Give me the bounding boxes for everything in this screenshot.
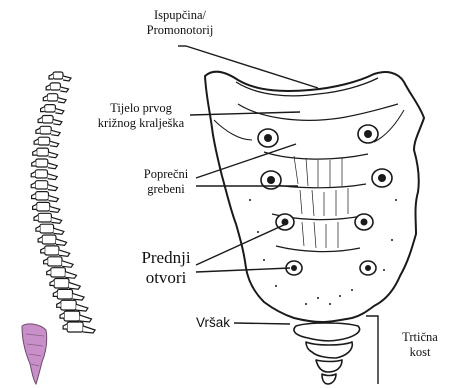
vertebra-facet	[33, 150, 37, 155]
vertebra-facet	[31, 183, 35, 188]
vertebra-process	[65, 272, 76, 279]
vertebra	[38, 137, 50, 145]
vertebra-process	[63, 76, 71, 81]
vertebra-facet	[38, 118, 42, 123]
vertebra	[54, 279, 69, 289]
vertebra-facet	[32, 194, 36, 199]
vertebra-facet	[44, 259, 48, 264]
label-transverse-ridges: Poprečni grebeni	[136, 167, 196, 197]
vertebra	[36, 192, 49, 200]
sacrum-outline	[205, 72, 424, 322]
vertebra	[42, 235, 56, 244]
vertebra	[67, 322, 83, 332]
vertebra	[38, 213, 51, 222]
sacrum-bone	[205, 72, 424, 322]
vertebra	[64, 311, 80, 321]
vertebra-facet	[53, 291, 57, 296]
label-coccyx: Trtična kost	[392, 330, 448, 360]
vertebra-process	[53, 120, 62, 125]
vertebra-process	[80, 315, 92, 322]
vertebra	[51, 268, 66, 277]
vertebra-process	[48, 185, 58, 191]
vertebra-facet	[50, 281, 54, 286]
vertebra-process	[48, 174, 58, 180]
vertebra-process	[49, 152, 58, 158]
vertebra	[47, 94, 58, 101]
vertebra-process	[54, 228, 64, 234]
vertebra-process	[69, 283, 80, 290]
vertebra-facet	[36, 128, 40, 133]
coccyx-bone	[294, 323, 360, 384]
vertebra-facet	[33, 204, 37, 209]
label-first-sacral-body: Tijelo prvog križnog kralješka	[82, 101, 200, 131]
spine-sacrum-highlight	[22, 324, 47, 384]
vertebra-facet	[43, 96, 47, 101]
vertebra	[40, 126, 51, 134]
vertebra	[36, 159, 48, 167]
vertebra-process	[49, 196, 59, 202]
vertebra-facet	[49, 74, 53, 79]
vertebra	[37, 202, 50, 211]
label-apex: Vršak	[192, 315, 234, 331]
vertebra-facet	[60, 313, 64, 318]
vertebra-process	[59, 250, 70, 256]
vertebra-process	[76, 304, 88, 311]
vertebra-process	[50, 206, 60, 212]
vertebra-facet	[47, 270, 51, 275]
vertebra-facet	[46, 85, 50, 90]
vertebra	[61, 300, 76, 310]
vertebra-facet	[57, 302, 61, 307]
vertebra	[35, 170, 47, 178]
vertebra	[50, 83, 60, 90]
vertebra	[57, 289, 72, 299]
vertebra-process	[62, 261, 73, 268]
label-promontory: Ispupčina/ Promonotorij	[120, 8, 240, 38]
vertebra-process	[48, 163, 57, 169]
vertebra-process	[83, 326, 95, 333]
vertebra-facet	[41, 107, 45, 112]
label-anterior-foramina: Prednji otvori	[136, 248, 196, 289]
vertebra-facet	[32, 161, 36, 166]
vertebra-facet	[34, 215, 38, 220]
vertebra	[53, 72, 63, 79]
vertebra-process	[58, 98, 66, 103]
vertebra-facet	[34, 139, 38, 144]
vertebra-process	[56, 239, 67, 245]
vertebra-facet	[31, 172, 35, 177]
vertebra	[45, 105, 56, 112]
vertebra	[42, 116, 53, 124]
vertebra-process	[60, 87, 68, 92]
vertebra-process	[50, 141, 59, 147]
vertebra-facet	[36, 226, 40, 231]
vertebra-facet	[41, 248, 45, 253]
vertebra-process	[51, 217, 61, 223]
vertebra-process	[73, 293, 85, 300]
vertebra	[40, 224, 54, 233]
vertebra-process	[51, 130, 60, 135]
vertebra	[45, 246, 59, 255]
vertebra-process	[55, 109, 64, 114]
vertebra	[37, 148, 49, 156]
vertebra	[48, 257, 62, 266]
vertebra	[35, 181, 48, 189]
vertebra-facet	[38, 237, 42, 242]
vertebra-facet	[63, 324, 67, 329]
